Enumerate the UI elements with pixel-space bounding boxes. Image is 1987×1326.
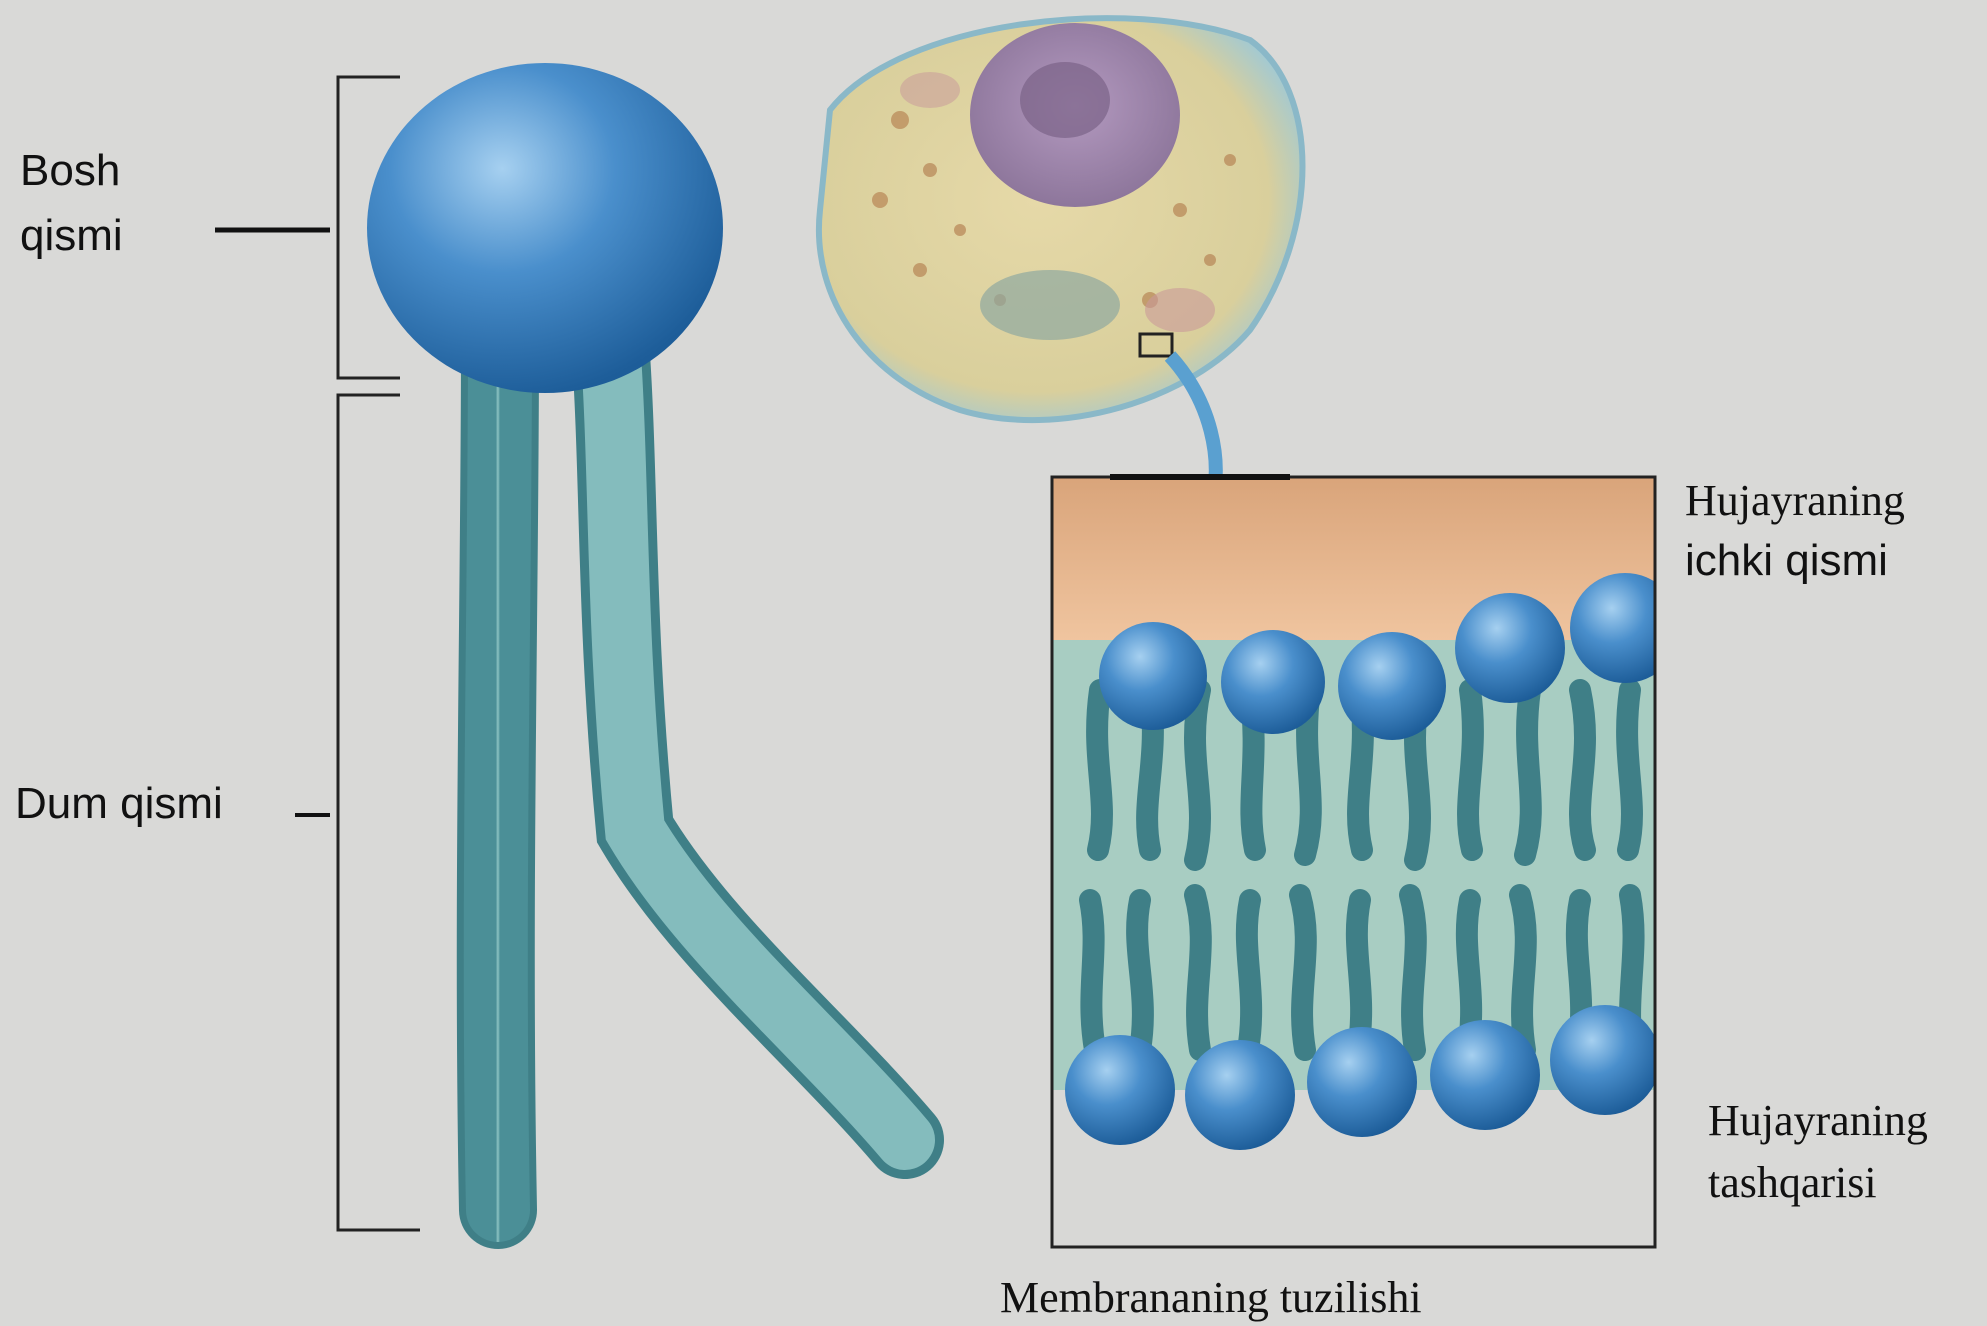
label-head-line1: Bosh [20, 146, 120, 195]
label-outside-line1: Hujayraning [1708, 1096, 1928, 1145]
label-head-line2: qismi [20, 211, 123, 260]
label-tail: Dum qismi [15, 779, 223, 828]
cell-illustration [819, 18, 1303, 420]
label-inside-line2: ichki qismi [1685, 536, 1888, 585]
tail-bracket [338, 395, 420, 1230]
phospholipid-head [367, 63, 723, 393]
label-outside-line2: tashqarisi [1708, 1158, 1877, 1207]
phospholipid-tails [496, 340, 905, 1210]
diagram-caption: Membrananing tuzilishi [1000, 1273, 1422, 1322]
label-inside-line1: Hujayraning [1685, 476, 1905, 525]
membrane-zoom-box [1052, 477, 1680, 1247]
